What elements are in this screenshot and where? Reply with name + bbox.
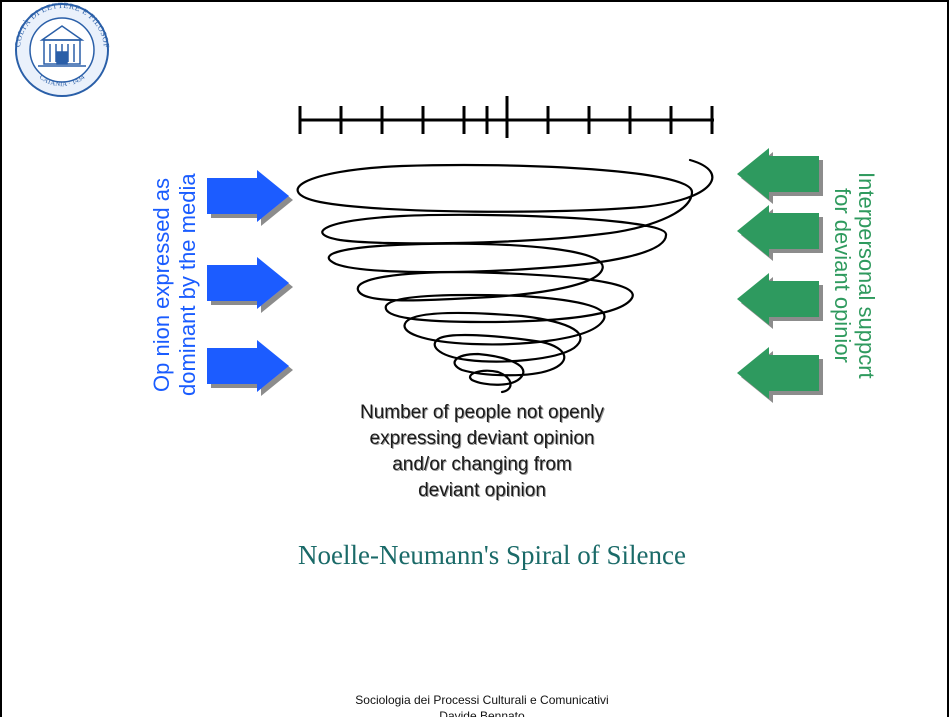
footer-course: Sociologia dei Processi Culturali e Comu… [355,693,609,707]
interpersonal-support-label-line1: Interpersonal suppcrt [854,171,879,379]
media-arrow-3 [207,340,289,392]
media-opinion-label-line1: Op nion expressed as [149,177,174,393]
media-arrows [207,170,289,392]
interpersonal-support-label: Interpersonal suppcrt for deviant opinio… [828,152,879,398]
caption-line-2: expressing deviant opinion [369,428,595,449]
diagram-title: Noelle-Neumann's Spiral of Silence [297,540,686,570]
media-arrow-2 [207,257,289,309]
media-opinion-label-line2: dominant by the media [175,173,200,397]
media-arrow-1 [207,170,289,222]
caption-line-4: deviant opinion [418,480,546,501]
interpersonal-arrow-3 [737,273,819,325]
interpersonal-arrow-2 [737,205,819,257]
caption-line-1: Number of people not openly [360,402,604,423]
interpersonal-arrow-1 [737,148,819,200]
interpersonal-support-label-line2: for deviant opinior [830,187,855,363]
media-opinion-label: Op nion expressed as dominant by the med… [142,154,208,416]
caption-line-3: and/or changing from [392,454,572,475]
slide-footer: Sociologia dei Processi Culturali e Comu… [232,692,732,717]
spiral [296,158,714,394]
opinion-scale [298,96,714,138]
interpersonal-arrow-4 [737,347,819,399]
university-seal-logo: FACOLTÀ DI LETTERE E FILOSOFIA CATANIA ·… [4,2,111,97]
interpersonal-arrows [737,148,819,399]
spiral-caption: Number of people not openly expressing d… [272,400,692,504]
footer-author: Davide Bennato [439,709,525,717]
